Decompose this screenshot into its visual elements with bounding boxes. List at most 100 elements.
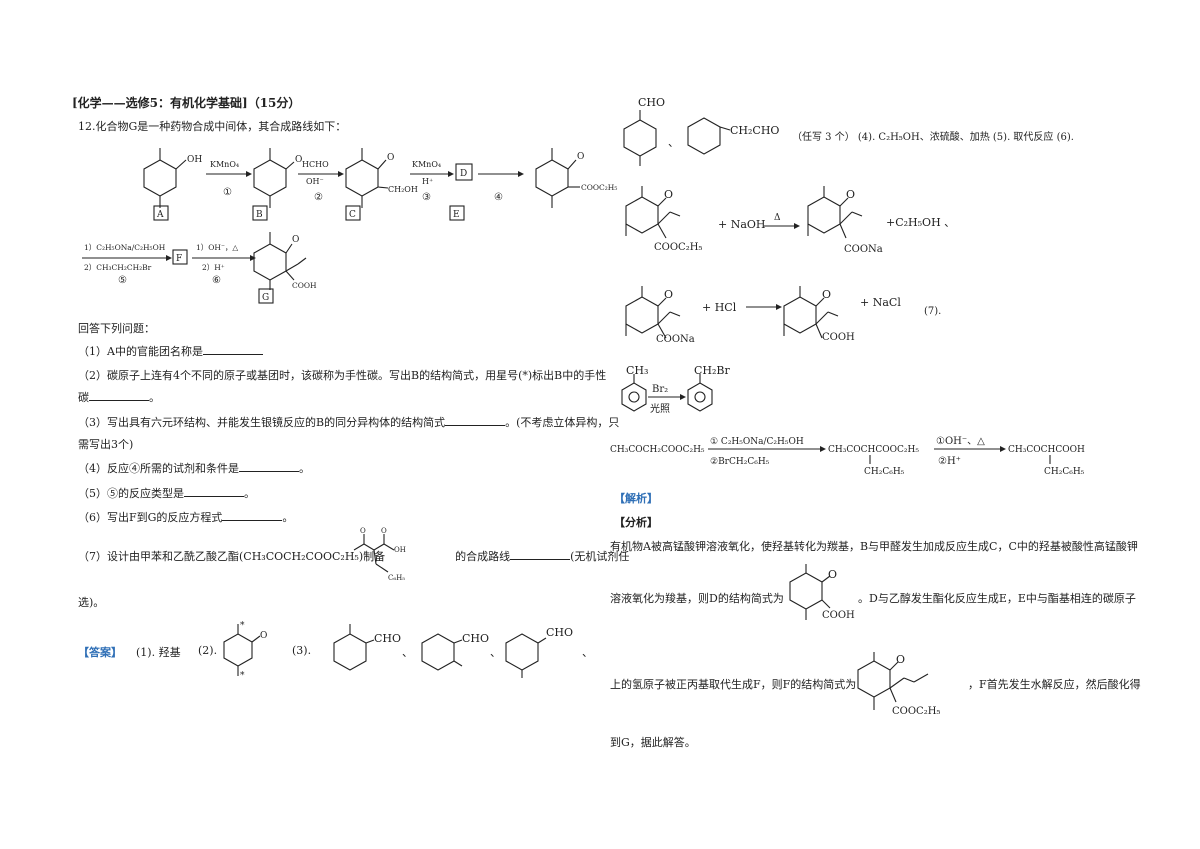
svg-text:CHO: CHO [462, 632, 489, 645]
structure-d: O COOH [789, 564, 855, 621]
answer-3: (3). [292, 644, 312, 657]
svg-text:1）OH⁻，△: 1）OH⁻，△ [196, 243, 238, 252]
analysis-p1: 有机物A被高锰酸钾溶液氧化，使羟基转化为羰基，B与甲醛发生加成反应生成C，C中的… [610, 540, 1138, 553]
svg-text:⑤: ⑤ [118, 275, 127, 286]
molecule-a: OH [143, 148, 202, 208]
svg-text:O: O [822, 288, 831, 301]
eq2-product: O COOH [783, 286, 855, 343]
svg-text:CH₃: CH₃ [626, 364, 648, 377]
question-7b: 选)。 [78, 596, 105, 609]
svg-text:CHO: CHO [546, 626, 573, 639]
question-3b: 需写出3个) [78, 438, 134, 451]
fenxi-tag: 【分析】 [614, 516, 658, 529]
svg-text:O: O [664, 188, 673, 201]
svg-text:+ NaOH: + NaOH [718, 218, 766, 231]
svg-text:O: O [381, 527, 387, 535]
question-4: （4）反应④所需的试剂和条件是。 [78, 462, 310, 475]
synthesis-route: OH KMnO₄ ① O HCHO OH⁻ ② O CH₂OH KMnO₄ H⁺… [82, 148, 617, 304]
answer-1: (1). 羟基 [136, 646, 181, 659]
svg-text:C₆H₅: C₆H₅ [388, 574, 405, 582]
svg-text:O: O [295, 155, 302, 165]
analysis-p4: 到G，据此解答。 [610, 736, 696, 749]
svg-text:OH: OH [394, 546, 406, 554]
svg-text:1）C₂H₅ONa/C₂H₅OH: 1）C₂H₅ONa/C₂H₅OH [84, 243, 166, 252]
svg-text:CH₂Br: CH₂Br [694, 364, 731, 377]
svg-text:O: O [896, 653, 905, 666]
svg-text:CH₂OH: CH₂OH [388, 185, 418, 194]
molecule-e: O COOC₂H₅ [535, 148, 617, 208]
svg-text:CH₂CHO: CH₂CHO [730, 124, 779, 137]
svg-text:Br₂: Br₂ [652, 384, 668, 395]
svg-text:OH⁻: OH⁻ [306, 177, 324, 186]
svg-text:COOH: COOH [292, 281, 317, 290]
svg-text:+C₂H₅OH 、: +C₂H₅OH 、 [886, 216, 955, 229]
svg-text:③: ③ [422, 192, 431, 203]
svg-text:Δ: Δ [774, 213, 781, 223]
svg-text:②: ② [314, 192, 323, 203]
q7-target-structure: O O OH C₆H₅ [353, 527, 406, 582]
svg-text:*: * [240, 671, 245, 681]
svg-text:COONa: COONa [656, 334, 695, 345]
svg-text:COOC₂H₅: COOC₂H₅ [654, 242, 702, 253]
svg-text:A: A [156, 210, 164, 220]
svg-text:D: D [460, 169, 467, 179]
analysis-p2b: 。D与乙醇发生酯化反应生成E，E中与酯基相连的碳原子 [858, 592, 1136, 605]
svg-text:KMnO₄: KMnO₄ [210, 160, 239, 169]
answer-continued: CHO 、 CH₂CHO （任写 3 个） (4). C₂H₅OH、浓硫酸、加热… [610, 96, 1085, 477]
svg-text:②H⁺: ②H⁺ [938, 456, 961, 467]
svg-text:⑥: ⑥ [212, 275, 221, 286]
molecule-b: O [253, 148, 302, 208]
svg-text:、: 、 [668, 136, 679, 149]
benzyl-bromide: CH₂Br [687, 364, 731, 412]
svg-text:E: E [453, 210, 460, 220]
svg-text:G: G [262, 293, 269, 303]
svg-text:O: O [292, 235, 299, 245]
svg-text:O: O [846, 188, 855, 201]
svg-text:O: O [260, 631, 267, 641]
svg-text:COOC₂H₅: COOC₂H₅ [581, 183, 617, 192]
jiexi-tag: 【解析】 [614, 492, 658, 505]
svg-text:O: O [387, 153, 394, 163]
svg-text:（任写 3 个） (4). C₂H₅OH、浓硫酸、加: （任写 3 个） (4). C₂H₅OH、浓硫酸、加热 (5). 取代反应 (6… [792, 130, 1074, 143]
question-1: （1）A中的官能团名称是 [78, 343, 263, 359]
svg-text:CH₃COCHCOOH: CH₃COCHCOOH [1008, 445, 1085, 455]
svg-text:CH₂C₆H₅: CH₂C₆H₅ [864, 467, 905, 477]
question-2: （2）碳原子上连有4个不同的原子或基团时，该碳称为手性碳。写出B的结构简式，用星… [78, 369, 607, 382]
question-3: （3）写出具有六元环结构、并能发生银镜反应的B的同分异构体的结构简式。(不考虑立… [78, 416, 620, 429]
analysis-p3b: ，F首先发生水解反应，然后酸化得 [968, 678, 1141, 691]
answer-2-structure: O * * [223, 621, 267, 681]
svg-text:O: O [360, 527, 366, 535]
svg-text:CHO: CHO [638, 96, 665, 109]
svg-text:CH₃COCH₂COOC₂H₅: CH₃COCH₂COOC₂H₅ [610, 445, 705, 455]
question-5: （5）⑤的反应类型是。 [78, 487, 255, 500]
svg-text:CH₃COCHCOOC₂H₅: CH₃COCHCOOC₂H₅ [828, 445, 919, 455]
svg-text:2）CH₃CH₂CH₂Br: 2）CH₃CH₂CH₂Br [84, 263, 152, 272]
svg-text:B: B [256, 210, 263, 220]
problem-intro: 12.化合物G是一种药物合成中间体，其合成路线如下： [78, 120, 347, 133]
question-6: （6）写出F到G的反应方程式。 [78, 511, 294, 524]
svg-text:H⁺: H⁺ [422, 177, 433, 186]
svg-text:、: 、 [582, 646, 593, 659]
eq2-reactant: O COONa [625, 286, 695, 345]
svg-text:F: F [176, 254, 182, 264]
question-2b: 碳。 [78, 391, 160, 404]
question-7: （7）设计由甲苯和乙酰乙酸乙酯(CH₃COCH₂COOC₂H₅)制备的合成路线(… [78, 550, 630, 563]
svg-text:HCHO: HCHO [302, 160, 329, 169]
svg-text:、: 、 [402, 646, 413, 659]
svg-text:*: * [240, 621, 245, 631]
group-oh: OH [187, 155, 202, 165]
svg-text:O: O [664, 288, 673, 301]
svg-text:④: ④ [494, 192, 503, 203]
svg-text:C: C [349, 210, 356, 220]
svg-text:、: 、 [490, 646, 501, 659]
svg-text:COOH: COOH [822, 332, 855, 343]
molecule-c: O CH₂OH [345, 148, 418, 208]
svg-text:COOH: COOH [822, 610, 855, 621]
section-title: [化学——选修5：有机化学基础]（15分） [72, 96, 301, 110]
svg-text:COOC₂H₅: COOC₂H₅ [892, 706, 940, 717]
blank[interactable] [202, 344, 263, 355]
toluene: CH₃ [621, 364, 648, 412]
answer-3-structures: CHO 、 CHO 、 CHO 、 [333, 624, 593, 678]
eq1-product: O COONa [807, 186, 883, 255]
